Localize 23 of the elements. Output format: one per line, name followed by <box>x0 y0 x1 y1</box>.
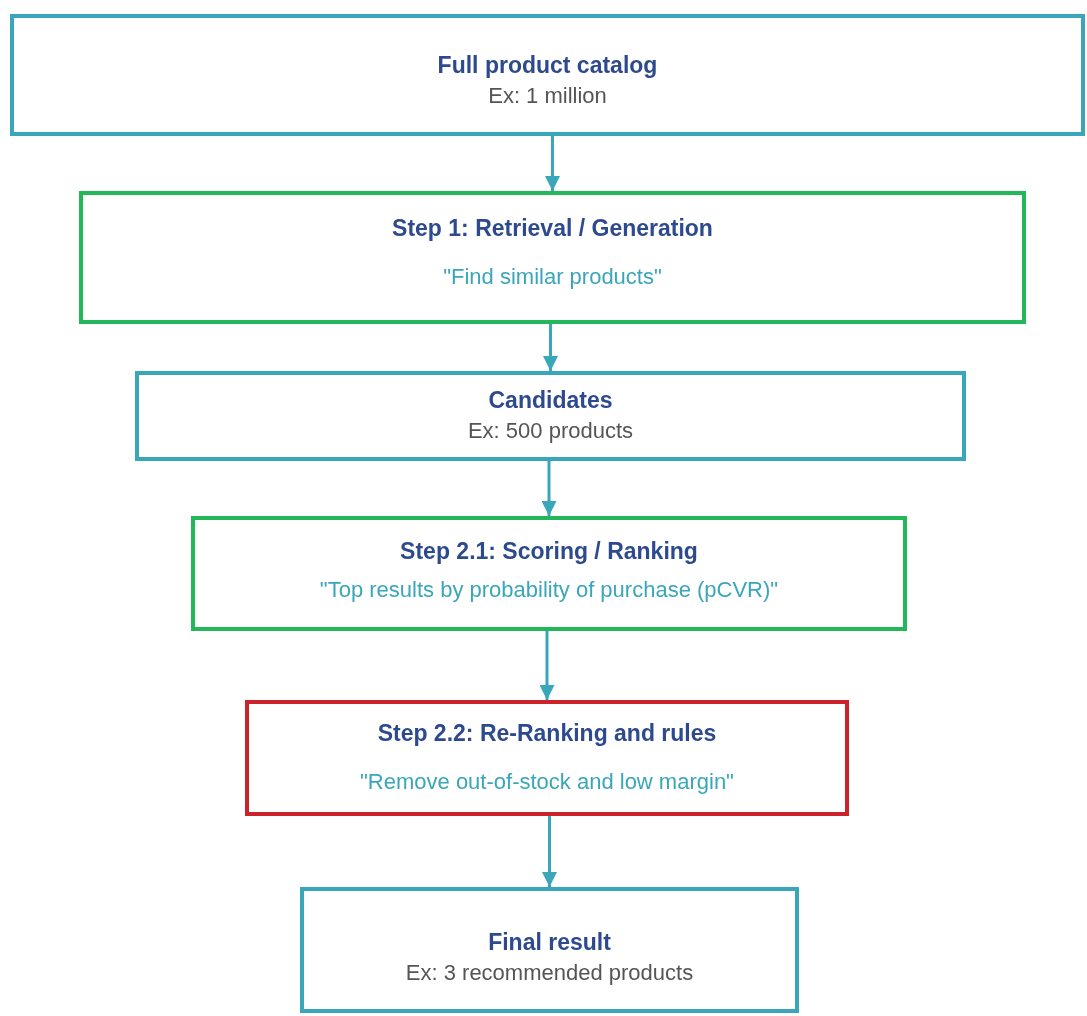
process-box <box>245 700 849 816</box>
arrow <box>542 816 557 887</box>
box-title: Step 2.1: Scoring / Ranking <box>400 538 698 565</box>
box-quote: "Top results by probability of purchase (pCVR)" <box>319 577 779 603</box>
arrow <box>539 631 555 700</box>
arrow <box>545 136 560 191</box>
box-subtitle: Ex: 1 million <box>488 83 607 109</box>
process-box <box>79 191 1026 324</box>
data-box <box>10 14 1085 136</box>
box-quote: "Find similar products" <box>443 264 662 290</box>
box-title: Final result <box>488 929 611 956</box>
box-title: Step 2.2: Re-Ranking and rules <box>377 720 717 747</box>
box-title: Candidates <box>488 387 613 414</box>
box-title: Step 1: Retrieval / Generation <box>392 215 713 242</box>
arrow <box>543 324 558 371</box>
box-subtitle: Ex: 500 products <box>467 418 634 444</box>
process-box <box>191 516 907 631</box>
data-box <box>135 371 966 461</box>
box-title: Full product catalog <box>437 52 658 79</box>
box-subtitle: Ex: 3 recommended products <box>405 960 694 986</box>
arrow <box>541 461 557 516</box>
box-quote: "Remove out-of-stock and low margin" <box>360 769 734 795</box>
data-box <box>300 887 799 1013</box>
